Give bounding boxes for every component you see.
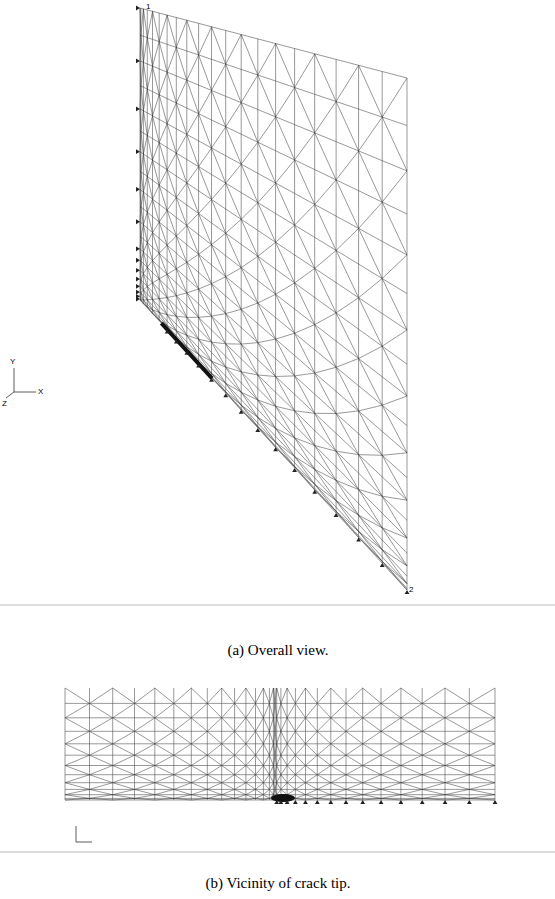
support-symbol — [136, 59, 140, 64]
support-symbol — [398, 800, 403, 804]
subfigure-caption: (b) Vicinity of crack tip. — [205, 875, 350, 891]
support-symbol — [292, 468, 297, 472]
support-symbol — [405, 590, 410, 594]
axis-triad — [76, 826, 92, 842]
axis-label: X — [38, 387, 43, 396]
node-number: 2 — [409, 585, 413, 594]
support-symbol — [184, 351, 189, 355]
overall-mesh — [136, 6, 409, 594]
crack-tip — [271, 794, 295, 802]
axis-label-box: Y — [10, 358, 15, 366]
support-symbol — [278, 800, 283, 804]
node-number: 1 — [146, 2, 150, 11]
support-symbol — [328, 800, 333, 804]
support-symbol — [344, 800, 349, 804]
axis-label-box: Z — [2, 400, 7, 408]
support-symbol — [303, 800, 308, 804]
support-symbol — [293, 800, 298, 804]
axis-triad — [6, 368, 36, 398]
support-symbol — [360, 800, 365, 804]
support-symbol — [315, 800, 320, 804]
support-symbol — [443, 800, 448, 804]
support-symbol — [209, 378, 214, 382]
support-symbol — [223, 393, 228, 397]
support-symbol — [196, 364, 201, 368]
subfigure-caption-box: (b) Vicinity of crack tip. — [205, 874, 350, 892]
support-symbol — [379, 800, 384, 804]
support-symbol — [174, 339, 179, 343]
support-symbol — [136, 219, 140, 224]
support-symbol — [136, 277, 140, 282]
support-symbol — [136, 107, 140, 112]
support-symbol — [334, 513, 339, 517]
support-symbol — [312, 490, 317, 494]
mesh-lines — [65, 688, 495, 800]
support-symbol — [420, 800, 425, 804]
support-symbol — [136, 294, 140, 299]
separator-line — [0, 605, 555, 606]
node-number-box: 1 — [146, 3, 150, 11]
support-symbol — [356, 537, 361, 541]
axis-label: Z — [2, 399, 7, 408]
subfigure-caption: (a) Overall view. — [227, 642, 328, 658]
subfigure-caption-box: (a) Overall view. — [227, 641, 328, 659]
support-symbol — [136, 149, 140, 154]
support-symbol — [380, 563, 385, 567]
support-symbol — [136, 268, 140, 273]
support-symbol — [273, 447, 278, 451]
support-symbol — [165, 329, 170, 333]
support-symbol — [255, 428, 260, 432]
support-symbol — [136, 284, 140, 289]
support-symbol — [274, 800, 279, 804]
support-symbol — [136, 246, 140, 251]
node-number-box: 2 — [409, 586, 413, 594]
crack-face — [161, 323, 212, 378]
mesh-lines — [140, 8, 407, 590]
support-symbol — [136, 187, 140, 192]
support-symbol — [136, 290, 140, 295]
support-symbol — [136, 258, 140, 263]
support-symbol — [467, 800, 472, 804]
axis-label-box: X — [38, 388, 43, 396]
support-symbol — [285, 800, 290, 804]
separator-line — [0, 852, 555, 853]
crack-tip-mesh — [65, 688, 497, 804]
support-symbol — [136, 6, 140, 11]
axis-label: Y — [10, 357, 15, 366]
support-symbol — [239, 410, 244, 414]
support-symbol — [493, 800, 498, 804]
